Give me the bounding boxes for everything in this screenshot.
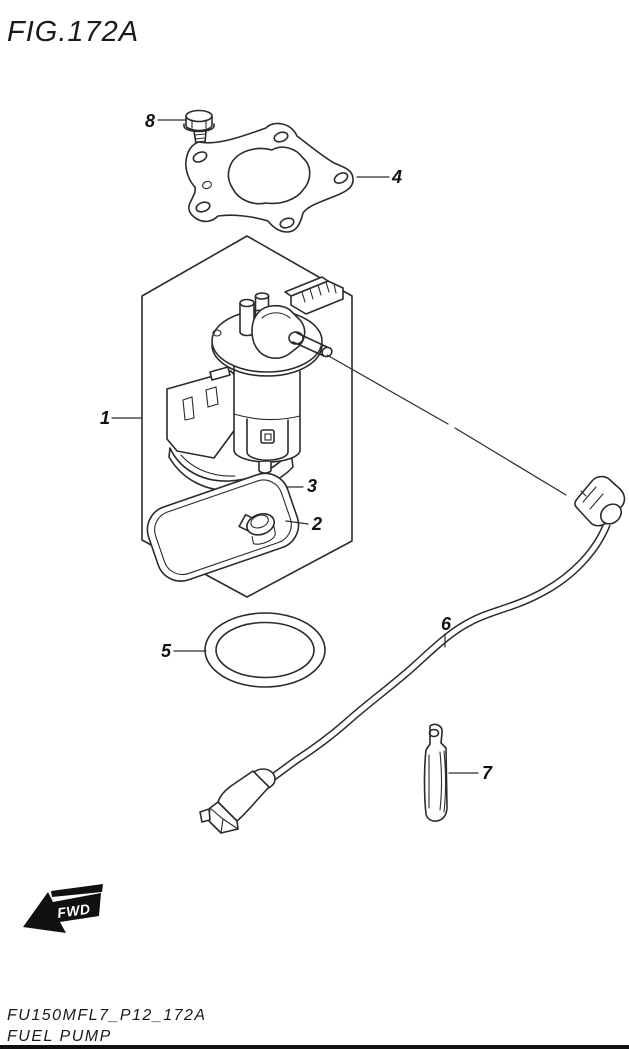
fwd-label: FWD: [56, 900, 91, 920]
callout-1: 1: [100, 408, 110, 428]
part-o-ring-drawing: [204, 612, 326, 688]
part-fuel-pump-drawing: [166, 276, 344, 492]
callout-4: 4: [391, 167, 402, 187]
footer-divider-bar: [0, 1045, 629, 1049]
part-hose-drawing: [199, 475, 626, 834]
callout-5: 5: [161, 641, 172, 661]
callout-8: 8: [145, 111, 155, 131]
footer-part-name: FUEL PUMP: [7, 1028, 112, 1045]
hose-connector-right: [574, 475, 626, 527]
hose-connector-left: [199, 768, 276, 834]
part-gasket-drawing: [185, 122, 354, 233]
callout-3: 3: [307, 476, 317, 496]
assembly-box-outline: [141, 235, 353, 598]
part-bolt-drawing: [183, 109, 215, 147]
callout-6: 6: [441, 614, 452, 634]
part-strainer-drawing: [146, 472, 300, 582]
callout-2: 2: [311, 514, 322, 534]
fwd-arrow: FWD: [23, 884, 103, 933]
callout-7: 7: [482, 763, 493, 783]
figure-title: FIG.172A: [7, 16, 139, 48]
leader-2: [285, 520, 309, 525]
outlet-to-hose-leader: [326, 354, 567, 496]
footer-part-code: FU150MFL7_P12_172A: [7, 1007, 207, 1024]
part-clamp-drawing: [423, 723, 448, 822]
